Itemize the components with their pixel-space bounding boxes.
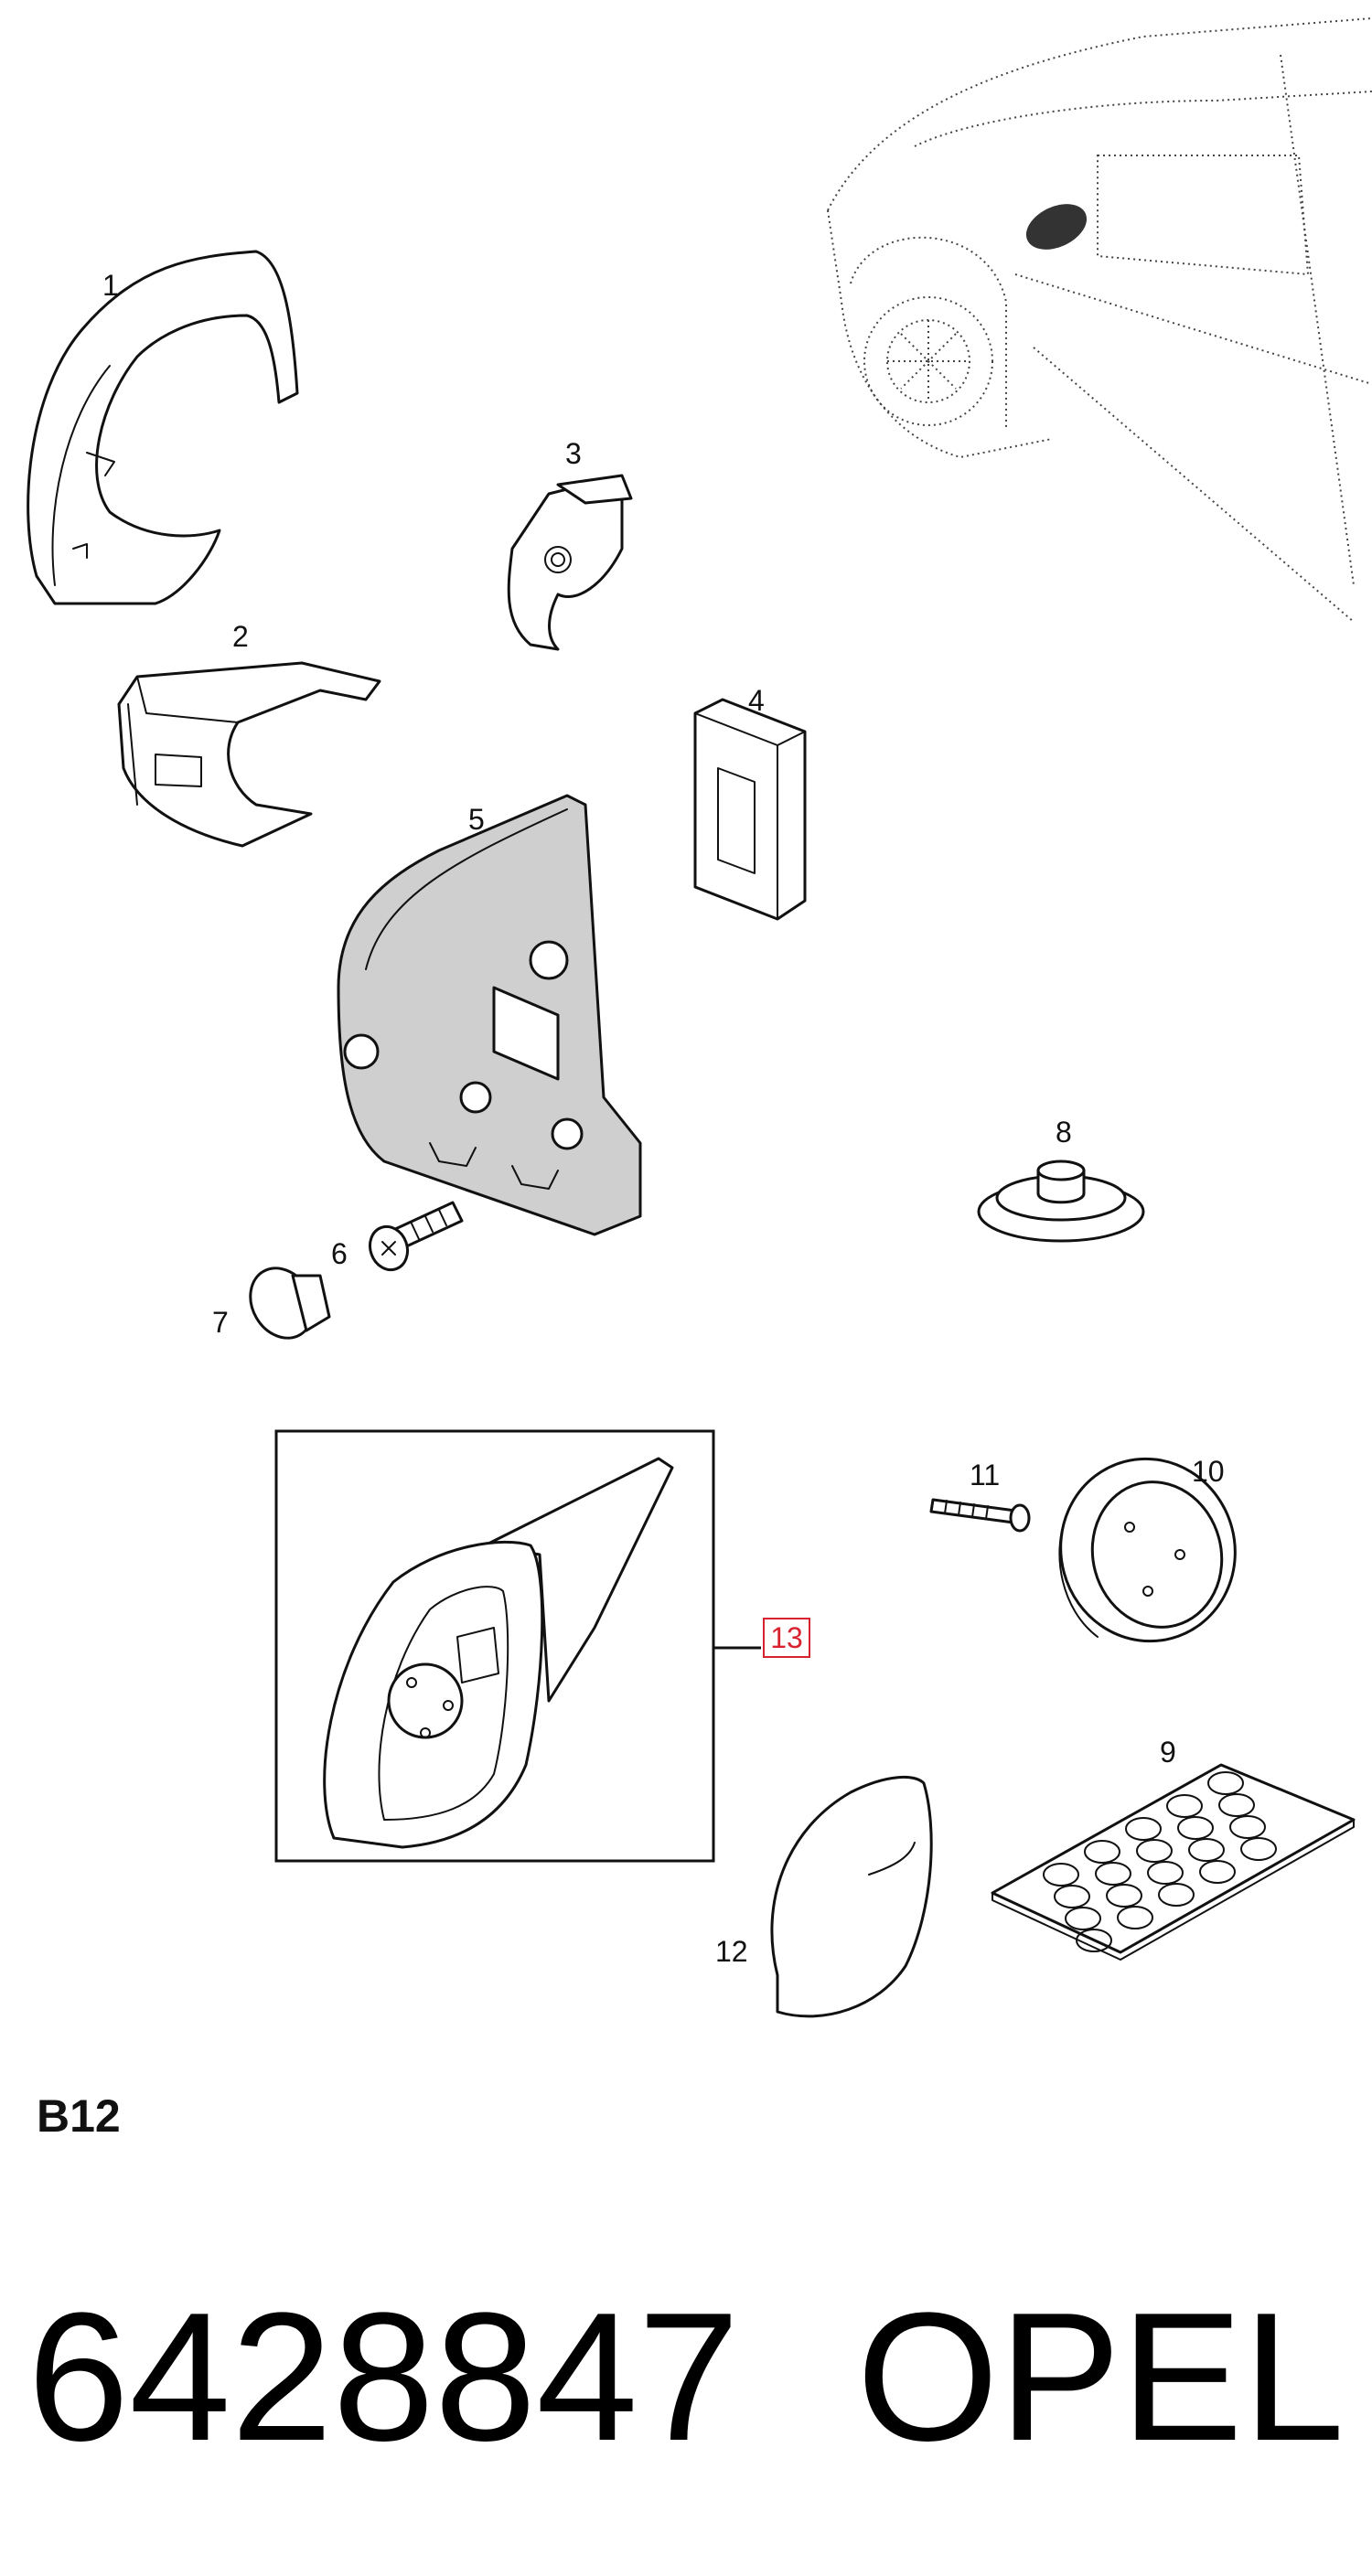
adhesive-pad [1136, 1839, 1173, 1863]
part-11-bolt [929, 1498, 1031, 1533]
callout-8: 8 [1056, 1116, 1072, 1149]
car-reference-sketch [827, 17, 1372, 623]
part-5-mirror-base [337, 794, 642, 1236]
adhesive-pad [1076, 1929, 1112, 1952]
section-code: B12 [37, 2090, 121, 2142]
adhesive-pad [1125, 1817, 1162, 1841]
part-number: 6428847 [27, 2275, 740, 2479]
callout-4: 4 [748, 684, 765, 717]
callout-10: 10 [1192, 1455, 1225, 1488]
callout-11: 11 [970, 1459, 1001, 1491]
part-10-motor [1058, 1457, 1237, 1643]
adhesive-pad [1218, 1793, 1255, 1817]
adhesive-pad [1054, 1885, 1090, 1908]
part-12-mirror-glass [770, 1775, 933, 2018]
callout-1: 1 [102, 269, 119, 302]
adhesive-pad [1065, 1907, 1101, 1930]
adhesive-pad [1188, 1838, 1225, 1862]
adhesive-pad [1106, 1884, 1142, 1908]
part-3-bracket [507, 474, 633, 651]
brand-name: OPEL [856, 2275, 1345, 2479]
adhesive-pad [1229, 1815, 1266, 1839]
part-9-adhesive-sheet [991, 1763, 1356, 1961]
callout-5: 5 [468, 803, 485, 836]
adhesive-pad [1043, 1863, 1079, 1887]
callout-6: 6 [331, 1237, 348, 1270]
adhesive-pad [1117, 1906, 1153, 1929]
adhesive-pad [1240, 1837, 1277, 1861]
adhesive-pad [1199, 1860, 1236, 1884]
adhesive-pad [1084, 1840, 1120, 1864]
callout-12: 12 [715, 1935, 748, 1968]
adhesive-pad [1147, 1861, 1184, 1885]
part-6-screw [368, 1201, 464, 1272]
callout-9: 9 [1160, 1736, 1176, 1769]
callout-13-highlighted[interactable]: 13 [763, 1618, 810, 1658]
adhesive-pad [1158, 1883, 1195, 1907]
adhesive-pad [1095, 1862, 1131, 1886]
part-8-grommet [977, 1160, 1145, 1243]
part-7-cap [249, 1267, 331, 1340]
part-13-assembly-box [274, 1429, 761, 1863]
part-1-mirror-cover [27, 250, 299, 605]
callout-2: 2 [232, 620, 249, 653]
part-4-gasket [693, 698, 807, 921]
callout-7: 7 [212, 1306, 229, 1339]
adhesive-pad [1177, 1816, 1214, 1840]
adhesive-pad [1166, 1794, 1203, 1818]
part-2-lower-housing [117, 661, 381, 848]
callout-3: 3 [565, 437, 582, 470]
adhesive-pad [1207, 1771, 1244, 1795]
